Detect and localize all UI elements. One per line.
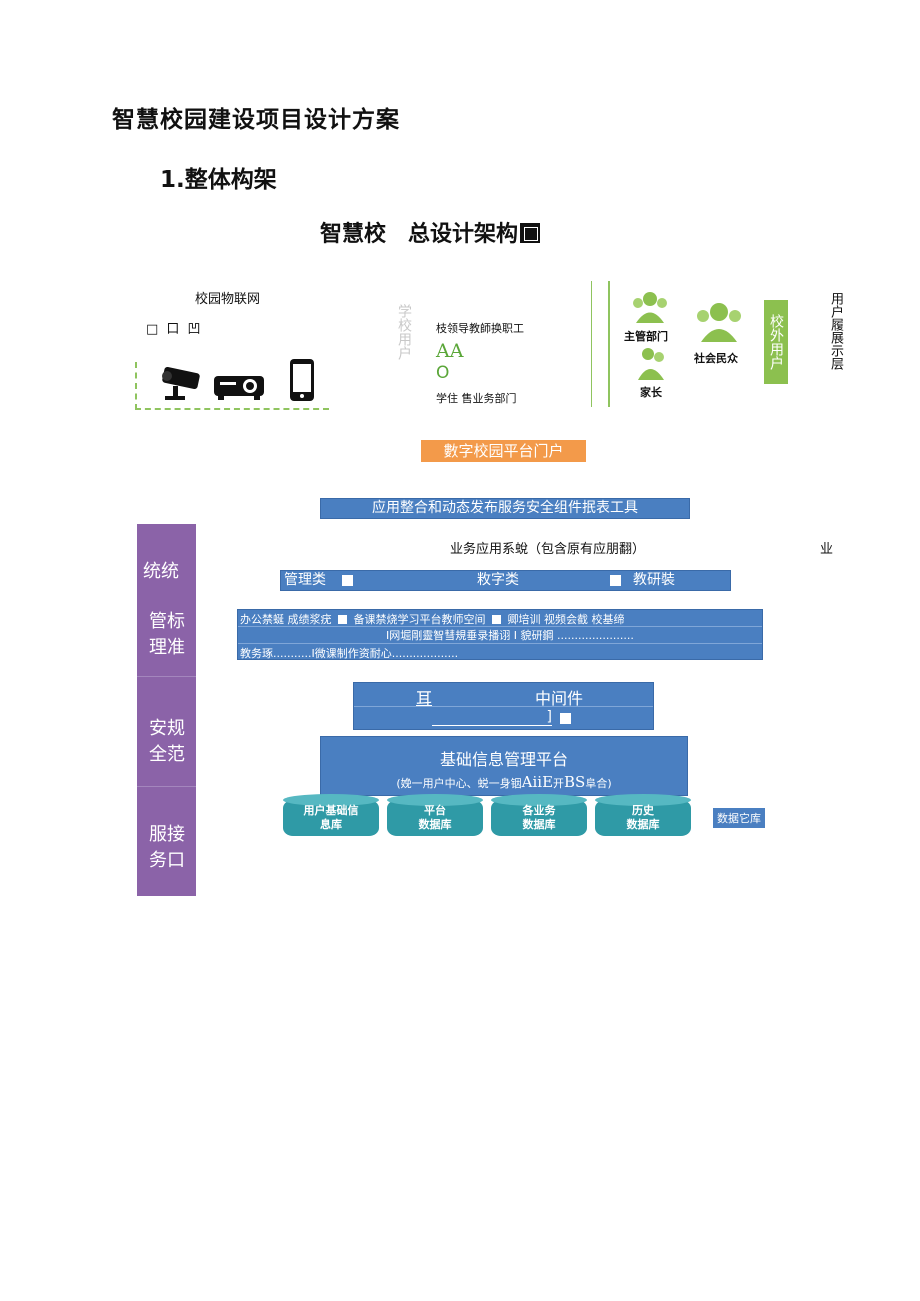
middleware-square bbox=[560, 713, 571, 724]
campus-users-line4: 学住 售业务部门 bbox=[436, 392, 517, 405]
apps-row3: 教务琢...........I微课制作资耐心..................… bbox=[240, 647, 459, 660]
external-user-public: 社会民众 bbox=[694, 352, 738, 365]
iot-device-frame bbox=[135, 362, 329, 410]
apps-row1-square-b bbox=[492, 615, 501, 624]
section-heading: 1.整体构架 bbox=[160, 167, 277, 193]
campus-users-line3: O bbox=[436, 363, 450, 383]
business-apps-panel: 办公禁蜒 成绩浆疣 备课禁烧学习平台教师空间 卿培训 视频会截 校基缔 I网堀剛… bbox=[237, 609, 763, 660]
iot-title: 校园物联网 bbox=[195, 292, 261, 307]
db-business-line2: 数据库 bbox=[522, 818, 556, 831]
apps-row1-square-a bbox=[338, 615, 347, 624]
platform-subtitle: (娩一用户中心、蜕一身铟AiiE开BS阜合) bbox=[321, 773, 687, 791]
external-user-parent: 家长 bbox=[640, 386, 662, 399]
db-history-line2: 数据库 bbox=[626, 818, 660, 831]
db-user-basic-line2: 息库 bbox=[320, 818, 342, 831]
db-business: 各业务数据库 bbox=[491, 794, 587, 836]
category-research: 教研裝 bbox=[633, 572, 675, 588]
business-category-bar: 管理类 敉字类 教研裝 bbox=[280, 570, 731, 591]
apps-row1-c: 卿培训 视频会截 校基缔 bbox=[507, 613, 625, 626]
category-teaching: 敉字类 bbox=[477, 572, 519, 588]
data-warehouse-label: 数据它库 bbox=[713, 808, 765, 828]
apps-row1-a: 办公禁蜒 成绩浆疣 bbox=[240, 613, 332, 626]
category-management: 管理类 bbox=[284, 572, 326, 588]
external-user-authority: 主管部门 bbox=[624, 330, 668, 343]
platform-subtitle-d: BS bbox=[564, 773, 586, 791]
db-history-line1: 历史 bbox=[632, 804, 654, 817]
middleware-line2: ] bbox=[432, 709, 552, 726]
apps-row2: I网堀剛靈智彗規垂录播诩 I 貌研鋼 .....................… bbox=[386, 629, 634, 642]
left-label-security-bottom: 全范 bbox=[149, 744, 185, 765]
apps-row1-b: 备课禁烧学习平台教师空间 bbox=[353, 613, 486, 626]
platform-subtitle-c: 开 bbox=[553, 777, 565, 790]
left-label-system: 统统 bbox=[143, 561, 179, 582]
external-users-panel bbox=[608, 281, 746, 407]
category-research-square bbox=[610, 575, 621, 586]
iot-glyphs: □ 口 凹 bbox=[146, 322, 203, 337]
db-platform-line1: 平台 bbox=[424, 804, 446, 817]
parent-icon bbox=[638, 348, 664, 380]
business-right-char: 业 bbox=[820, 542, 834, 557]
business-title: 业务应用系蛻（包含原有应朋翻） bbox=[450, 542, 646, 557]
document-title: 智慧校园建设项目设计方案 bbox=[112, 107, 400, 133]
platform-subtitle-a: (娩一用户中心、蜕一身铟 bbox=[396, 777, 522, 790]
platform-title: 基础信息管理平台 bbox=[439, 750, 568, 769]
public-people-icon bbox=[697, 303, 741, 342]
platform-subtitle-b: AiiE bbox=[521, 773, 554, 791]
figure-title: 智慧校总设计架构图 bbox=[320, 216, 541, 248]
left-label-mgmt-bottom: 理准 bbox=[149, 637, 185, 658]
platform-subtitle-e: 阜合) bbox=[585, 777, 612, 790]
phone-icon bbox=[290, 359, 314, 401]
campus-users-line2: AA bbox=[436, 340, 464, 362]
middleware-box: 耳 中间件 ] bbox=[353, 682, 654, 730]
people-group-icon bbox=[633, 292, 667, 323]
campus-users-vertical-label: 学校用户 bbox=[396, 304, 412, 360]
left-label-service-bottom: 务口 bbox=[149, 850, 185, 871]
figure-title-glyph-box bbox=[520, 223, 541, 243]
camera-icon bbox=[162, 366, 200, 400]
figure-title-part-b: 总设计架构 bbox=[408, 222, 519, 247]
middleware-left: 耳 bbox=[416, 689, 433, 708]
external-users-side-label: 校外用户 bbox=[764, 300, 788, 384]
db-business-line1: 各业务 bbox=[522, 804, 556, 817]
db-platform: 平台数据库 bbox=[387, 794, 483, 836]
left-label-security-top: 安规 bbox=[149, 718, 185, 739]
left-label-mgmt-top: 管标 bbox=[149, 611, 185, 632]
figure-title-part-a: 智慧校 bbox=[320, 222, 387, 247]
integration-bar: 应用整合和动态发布服务安全组件抿表工具 bbox=[320, 498, 690, 519]
portal-bar: 數字校园平台门户 bbox=[421, 440, 586, 462]
platform-box: 基础信息管理平台 (娩一用户中心、蜕一身铟AiiE开BS阜合) bbox=[320, 736, 688, 796]
db-history: 历史数据库 bbox=[595, 794, 691, 836]
user-layer-label: 用户履展示层 bbox=[828, 292, 843, 370]
db-platform-line2: 数据库 bbox=[418, 818, 452, 831]
campus-users-line1: 枝领导教師换职工 bbox=[436, 322, 524, 335]
left-label-service-top: 服接 bbox=[149, 824, 185, 845]
projector-icon bbox=[214, 376, 264, 400]
db-user-basic-line1: 用户基础信 bbox=[303, 804, 359, 817]
external-users-divider-left bbox=[591, 281, 592, 407]
standards-column: 统统 管标 理准 安规 全范 服接 务口 bbox=[137, 524, 196, 896]
middleware-label: 中间件 bbox=[535, 689, 584, 708]
category-management-square bbox=[342, 575, 353, 586]
db-user-basic: 用户基础信息库 bbox=[283, 794, 379, 836]
